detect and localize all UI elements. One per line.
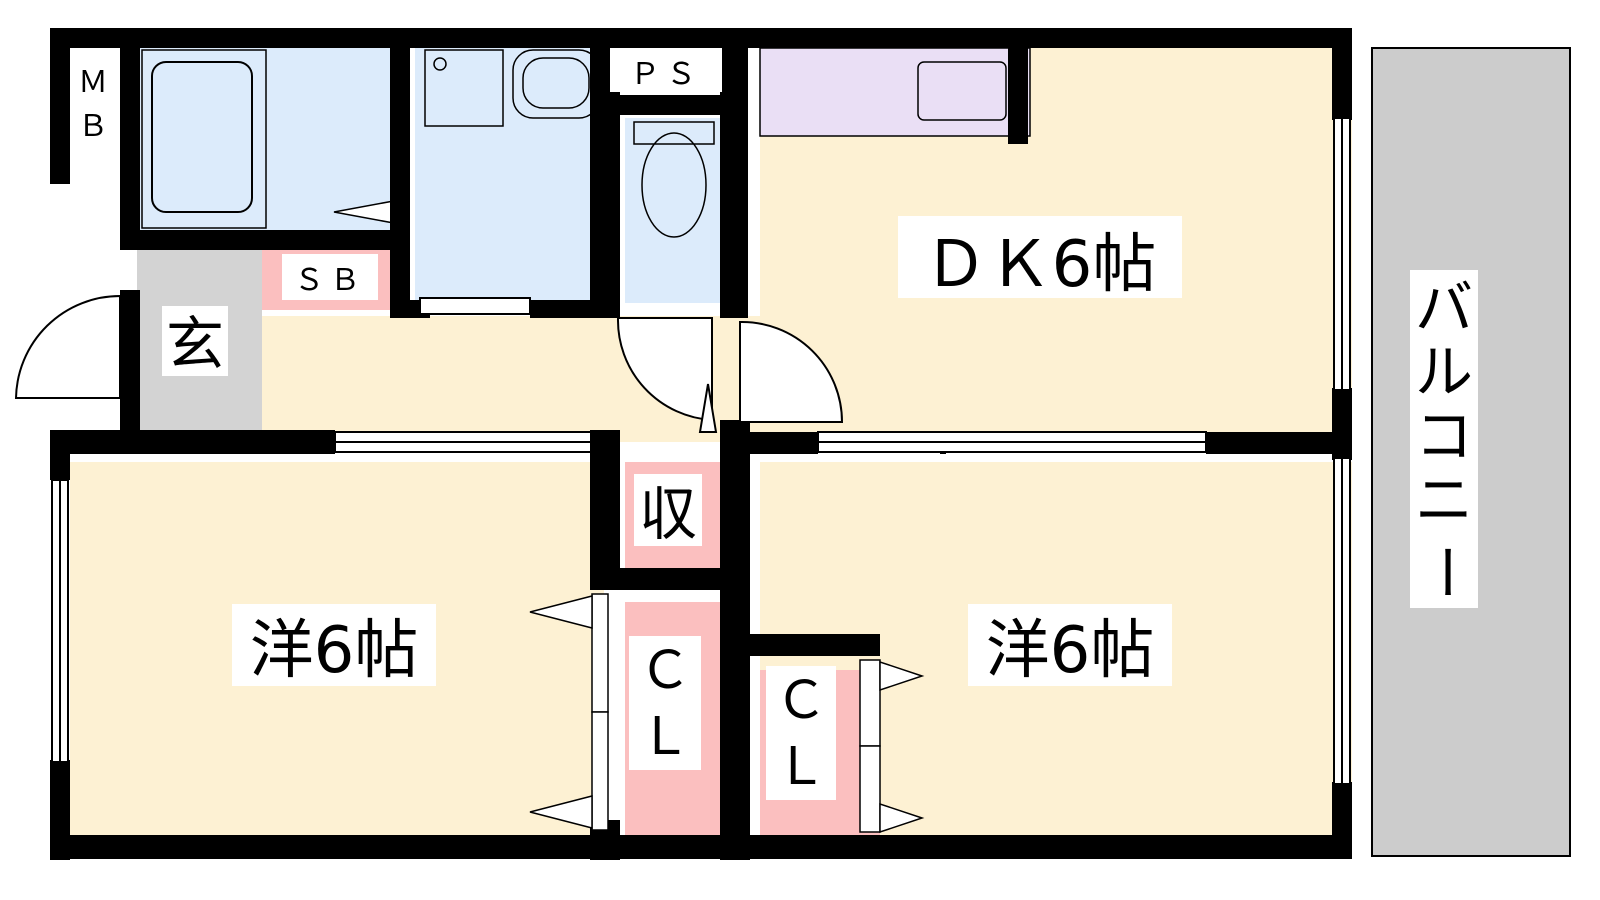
mb-label-line1: Ｍ bbox=[78, 65, 108, 100]
western-left-label: 洋6帖 bbox=[250, 614, 419, 688]
western-right-label-bg bbox=[968, 604, 1172, 686]
ps-label: ＰＳ bbox=[630, 57, 702, 92]
closet-right-label-bg bbox=[766, 666, 836, 800]
western-left-label-bg bbox=[232, 604, 436, 686]
toilet-icon bbox=[641, 132, 707, 238]
windows bbox=[51, 117, 1351, 785]
bathtub-icon bbox=[151, 61, 253, 213]
balcony-label-bg bbox=[1410, 270, 1478, 608]
toilet-floor bbox=[625, 118, 738, 303]
closet-right-label-line2: Ｌ bbox=[775, 737, 827, 797]
dk-label-bg bbox=[898, 216, 1182, 298]
mb-label-line2: Ｂ bbox=[78, 109, 108, 144]
storage-label-bg bbox=[634, 474, 702, 546]
balcony-char-2: ル bbox=[1415, 338, 1473, 406]
dk-label: ＤＫ6帖 bbox=[924, 228, 1157, 302]
closet-left-label-bg bbox=[629, 636, 701, 770]
sink bbox=[917, 61, 1007, 121]
washer-dot bbox=[433, 57, 447, 71]
balcony-char-1: バ bbox=[1415, 274, 1473, 342]
bathtub-outer bbox=[141, 49, 267, 229]
storage-label: 収 bbox=[639, 480, 697, 548]
closet-doors bbox=[529, 593, 925, 834]
genkan-label-bg bbox=[162, 306, 228, 376]
sb-label: ＳＢ bbox=[294, 263, 366, 298]
balcony-char-4: ニ bbox=[1415, 466, 1473, 534]
washing-machine bbox=[424, 49, 504, 127]
mb-label-bg bbox=[70, 62, 116, 158]
closet-right-label-line1: Ｃ bbox=[775, 671, 827, 731]
sb-label-bg bbox=[282, 254, 378, 300]
doors bbox=[14, 294, 844, 433]
balcony-char-5: ー bbox=[1412, 543, 1480, 601]
genkan-label: 玄 bbox=[166, 310, 224, 378]
toilet-tank bbox=[633, 121, 715, 145]
wash-basin-inner bbox=[522, 57, 590, 109]
closet-left-label-line2: Ｌ bbox=[639, 707, 691, 767]
western-right-label: 洋6帖 bbox=[986, 614, 1155, 688]
ps-label-bg bbox=[610, 48, 722, 92]
balcony-char-3: コ bbox=[1415, 402, 1473, 470]
washroom-floor bbox=[415, 48, 601, 303]
closet-left-label-line1: Ｃ bbox=[639, 641, 691, 701]
bath-floor bbox=[137, 48, 399, 230]
